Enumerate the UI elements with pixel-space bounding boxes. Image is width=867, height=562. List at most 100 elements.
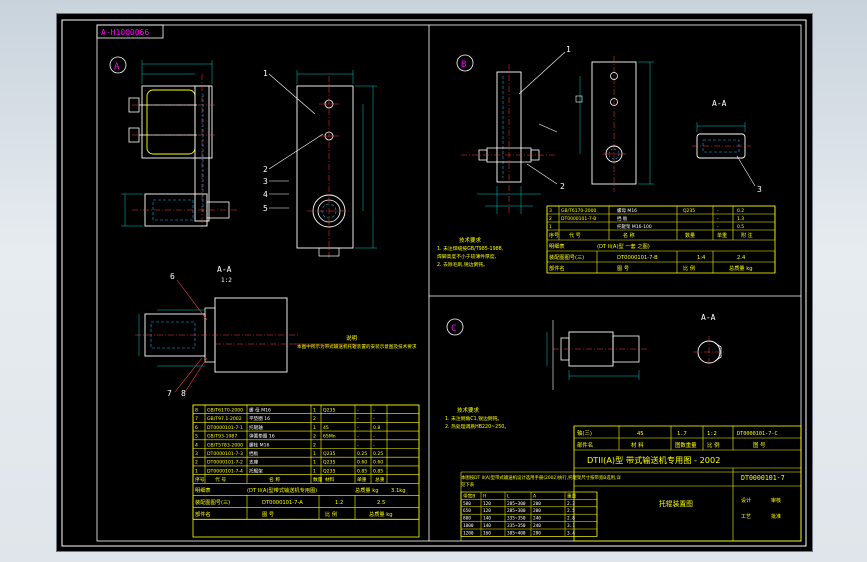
bom-a-cell: 1 bbox=[313, 468, 316, 474]
bom-b-header: 名 称 bbox=[623, 232, 635, 239]
view-c-note-heading: 技术要求 bbox=[457, 406, 480, 414]
view-b-leaders bbox=[518, 51, 756, 187]
bom-a-cell: 弹簧垫圈 16 bbox=[249, 433, 275, 440]
bom-b-footer-cell: 图 号 bbox=[617, 265, 629, 272]
dim-table-cell: 1200 bbox=[463, 530, 474, 536]
bom-a-footer-cell: 1:2 bbox=[335, 500, 343, 506]
bom-a-cell: GB/T93-1987 bbox=[207, 434, 237, 440]
dim-table-cell: 285~300 bbox=[507, 508, 526, 514]
view-c-note-2: 2. 热处理调质HB220~250。 bbox=[445, 423, 509, 430]
bom-b-cell: - bbox=[717, 209, 719, 214]
dim-table-cell: 335~350 bbox=[507, 516, 526, 522]
bom-a-frame bbox=[192, 404, 420, 538]
bom-a-footer-cell: 部件名 bbox=[195, 510, 211, 518]
view-b-leader-1: 1 bbox=[566, 45, 571, 54]
view-b-label-circle bbox=[456, 54, 474, 72]
bom-a-footer-cell: (DT II(A)型带式输送机专用图) bbox=[247, 486, 317, 494]
bom-b-cell: 1 bbox=[549, 224, 552, 230]
bom-a-cell: 5 bbox=[195, 434, 198, 440]
bom-b-cell: 挡 板 bbox=[617, 215, 628, 222]
bom-b-footer-cell: 比 例 bbox=[683, 264, 695, 272]
bom-a-footer-cell: 图 号 bbox=[262, 511, 274, 518]
dim-table-note-1: 本图按DT II(A)型带式输送机设计选用手册(2002)执行,托辊架尺寸按带宽… bbox=[461, 474, 621, 481]
view-c-label: C bbox=[451, 324, 456, 334]
bom-a-cell: 3 bbox=[195, 451, 198, 457]
bom-b-footer-cell: 明细表 bbox=[549, 242, 565, 250]
title-main: DTII(A)型 带式输送机专用图 - 2002 bbox=[587, 455, 720, 465]
bom-a-cell: 0.60 bbox=[357, 460, 367, 466]
bom-a-cell: 0.60 bbox=[373, 460, 383, 466]
bom-a-cell: - bbox=[373, 435, 375, 440]
bom-b-footer-cell: (DT II(A)型 一套 之图) bbox=[597, 242, 650, 250]
dimension-table: 本图按DT II(A)型带式输送机设计选用手册(2002)执行,托辊架尺寸按带宽… bbox=[460, 471, 801, 541]
bom-a-cell: - bbox=[373, 443, 375, 448]
bom-a-cell: - bbox=[373, 417, 375, 422]
bom-b-header: 代 号 bbox=[569, 232, 581, 239]
bom-a-cell: 45 bbox=[323, 425, 329, 431]
bom-a-cell: DT0000101-7-4 bbox=[207, 468, 243, 474]
title-block-frame bbox=[573, 425, 802, 542]
view-b-note-1: 1. 未注焊缝按GB/T985-1988, bbox=[437, 245, 504, 252]
bom-b-footer-cell: DT0000101-7-B bbox=[617, 255, 658, 261]
bom-b-footer-cell: 总质量 kg bbox=[729, 264, 753, 272]
inner-frame bbox=[96, 24, 802, 542]
dim-table-cell: 240 bbox=[533, 523, 541, 529]
dim-table-cell: 3.1 bbox=[567, 523, 575, 529]
bom-a-cell: 支座 bbox=[249, 459, 259, 466]
bom-a-header: 总重 bbox=[375, 476, 385, 483]
bom-b-cell: 3 bbox=[549, 208, 552, 214]
bom-a-cell: Q235 bbox=[323, 451, 335, 457]
dim-table-cell: 240 bbox=[533, 516, 541, 522]
dim-table-cell: 200 bbox=[533, 508, 541, 514]
cad-drawing[interactable]: A-H1000066 A bbox=[57, 14, 812, 551]
bom-a-footer-cell: 明细表 bbox=[195, 486, 211, 494]
view-c-section-label: A-A bbox=[701, 313, 716, 322]
bom-b-cell: Q235 bbox=[683, 208, 695, 214]
dim-table-cell: 140 bbox=[483, 516, 491, 522]
bom-b-cell: 0.2 bbox=[737, 208, 744, 214]
title-signature-label: 设计 bbox=[741, 497, 751, 504]
bom-a-header: 单重 bbox=[357, 476, 367, 483]
view-a-leader-5: 5 bbox=[263, 204, 268, 213]
bom-a-cell: 0.85 bbox=[373, 468, 383, 474]
bom-a-cell: - bbox=[357, 443, 359, 448]
bom-a-cell: - bbox=[357, 426, 359, 431]
view-a-leader-2: 2 bbox=[263, 165, 268, 174]
view-b-note-heading: 技术要求 bbox=[459, 236, 482, 244]
bom-a-header: 数量 bbox=[313, 476, 323, 483]
dim-table-cell: 1000 bbox=[463, 523, 474, 529]
title-drawing-number: DT0000101-7 bbox=[741, 474, 785, 482]
bom-a-cell: 挡板 bbox=[249, 450, 259, 457]
bom-a-cell: 2 bbox=[313, 416, 316, 422]
bom-b-cell: 托辊架 M16-100 bbox=[617, 223, 652, 230]
bom-a-header: 名 称 bbox=[269, 476, 280, 483]
view-a-section-scale: 1:2 bbox=[221, 277, 232, 284]
dim-table-cell: 2.5 bbox=[567, 508, 575, 514]
title-material-label: 轴(三) bbox=[577, 429, 592, 437]
view-b-note-2: 焊脚高度不小于较薄件厚度, bbox=[437, 253, 497, 260]
view-a-front-view bbox=[296, 70, 377, 259]
bom-b-footer-cell: 2.4 bbox=[737, 255, 746, 261]
bom-b-cell: 0.5 bbox=[737, 224, 744, 230]
view-b-leader-2: 2 bbox=[560, 182, 565, 191]
view-a-leader-8: 8 bbox=[181, 389, 186, 398]
title-weight-col: 图数重量 bbox=[675, 441, 697, 449]
bom-a-header: 代 号 bbox=[215, 476, 226, 483]
bom-b-header: 附 注 bbox=[741, 232, 753, 239]
bom-b-cell: 2 bbox=[549, 216, 552, 222]
bom-a-cell: 65Mn bbox=[323, 434, 336, 440]
view-a-section-label: A-A bbox=[217, 265, 232, 274]
dim-table-header: 带宽B bbox=[463, 492, 475, 499]
view-a-note-text: 本图中所示为带式输送机托辊装置的安装示意图及技术要求 bbox=[297, 343, 417, 350]
view-a-section-view bbox=[135, 297, 299, 373]
bom-a-cell: 平垫圈 16 bbox=[249, 415, 270, 422]
bom-a-cell: - bbox=[357, 435, 359, 440]
bom-a-cell: 8 bbox=[195, 408, 198, 414]
dim-table-cell: 140 bbox=[483, 523, 491, 529]
title-material-col: 材 料 bbox=[631, 441, 644, 449]
view-b-note-3: 2. 去除毛刺,锐边倒钝。 bbox=[437, 261, 488, 268]
drawing-code: A-H1000066 bbox=[101, 28, 149, 37]
drawing-code-frame bbox=[96, 24, 164, 39]
